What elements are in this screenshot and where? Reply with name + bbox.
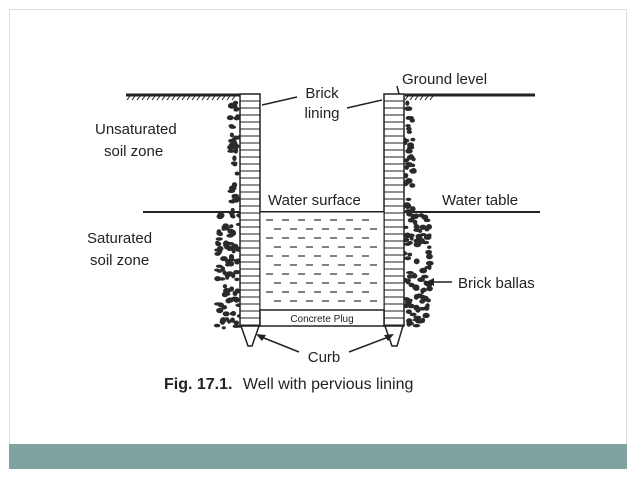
brick-lining-left-wall [239, 93, 261, 327]
label-brick: Brick [305, 85, 339, 102]
label-water-table: Water table [442, 192, 518, 209]
leader-lines [258, 85, 452, 353]
label-saturated-soil-zone: soil zone [90, 252, 149, 269]
ground-line-left [126, 93, 240, 101]
caption-number: Fig. 17.1. [164, 376, 232, 393]
curb-right [383, 325, 405, 347]
brick-lining-right-wall [383, 93, 405, 327]
footer-bar [9, 444, 627, 469]
arrow-curb-right [384, 334, 394, 341]
label-unsaturated: Unsaturated [95, 121, 177, 138]
caption-text: Well with pervious lining [243, 376, 413, 393]
concrete-plug [259, 309, 385, 327]
curb-left [239, 325, 261, 347]
arrow-brick-ballas [426, 278, 434, 286]
water-body [259, 211, 385, 311]
label-unsaturated-soil-zone: soil zone [104, 143, 163, 160]
label-concrete-plug: Concrete Plug [290, 314, 353, 325]
arrow-curb-left [256, 334, 266, 341]
label-lining: lining [304, 105, 339, 122]
label-curb: Curb [308, 349, 341, 366]
figure-caption: Fig. 17.1. Well with pervious lining [164, 376, 413, 393]
label-water-surface: Water surface [268, 192, 361, 209]
ground-line-right [404, 93, 535, 101]
label-saturated: Saturated [87, 230, 152, 247]
label-ground-level: Ground level [402, 71, 487, 88]
label-brick-ballas: Brick ballas [458, 275, 535, 292]
